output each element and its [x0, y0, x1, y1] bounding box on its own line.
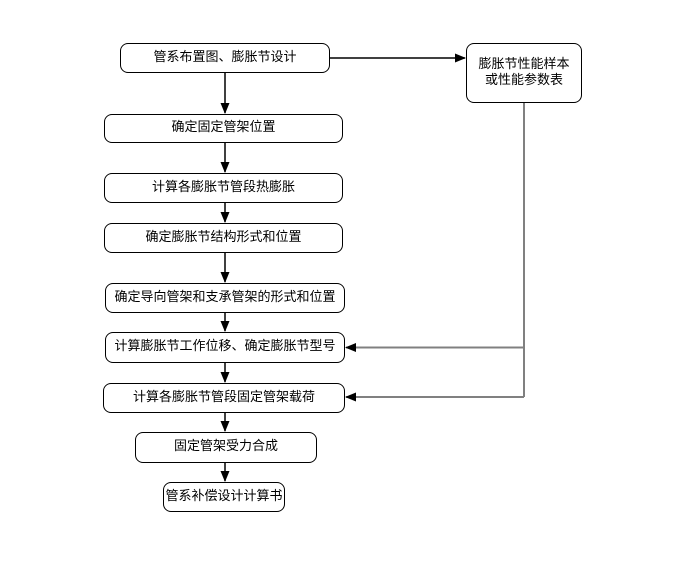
step-thermal-expansion-calc-box: 计算各膨胀节管段热膨胀 [104, 173, 343, 203]
step-force-synthesis-box: 固定管架受力合成 [135, 432, 317, 463]
step-piping-layout-design-box: 管系布置图、膨胀节设计 [120, 43, 330, 73]
step-working-displacement-model-box: 计算膨胀节工作位移、确定膨胀节型号 [105, 332, 345, 363]
step-compensation-calc-report-box: 管系补偿设计计算书 [163, 482, 285, 512]
step-fixed-support-position-box: 确定固定管架位置 [104, 114, 343, 143]
reference-performance-table-box: 膨胀节性能样本 或性能参数表 [466, 43, 582, 103]
step-joint-structure-position-box: 确定膨胀节结构形式和位置 [104, 223, 343, 253]
step-guide-bearing-supports-box: 确定导向管架和支承管架的形式和位置 [105, 283, 345, 313]
step-fixed-support-load-calc-box: 计算各膨胀节管段固定管架载荷 [103, 383, 345, 413]
